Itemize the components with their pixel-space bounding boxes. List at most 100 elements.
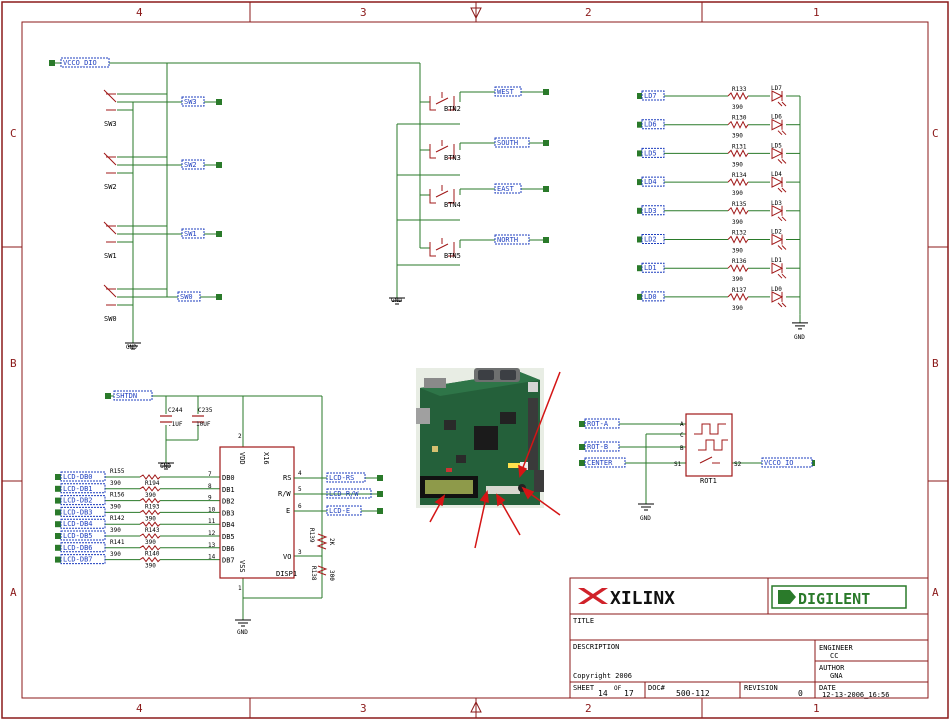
gnd-label: GND [160,463,171,470]
net-label-box [60,506,106,517]
button-ref: BTN5 [444,252,461,260]
sheet-label: SHEET [573,684,595,692]
of-label: OF [614,685,622,692]
resistor-symbol [727,206,749,215]
res-value: 390 [145,563,156,570]
chip-pin-e: E [286,507,290,515]
border-col-label: 2 [585,6,592,19]
chip-pin-vo: VO [283,553,291,561]
rot-chip-body [685,413,733,477]
chip-pin-num: 2 [238,433,242,440]
led-wiring [640,95,801,315]
net-shtdn: SHTDN [116,392,137,400]
resistor-symbol [139,544,161,551]
quadrature-waveform-icon [698,439,728,451]
net-port [637,121,643,128]
rot-pin: S2 [734,461,742,468]
chip-pin-rw: R/W [278,490,291,498]
net-lcd-db: LCD-DB2 [63,497,93,505]
res-value: 390 [732,219,743,226]
resistor-r139 [316,533,328,550]
border-col-label: 4 [136,702,143,715]
net-label-box [60,554,106,565]
led-icon [771,90,784,102]
res-value: 390 [732,305,743,312]
border-col-label: 4 [136,6,143,19]
author-value: GNA [830,672,843,680]
date-label: DATE [819,684,836,692]
border-row-label: A [10,586,17,599]
net-port [55,509,61,516]
res-ref: R133 [732,86,747,93]
net-east: EAST [497,185,515,193]
revision-value: 0 [798,689,803,698]
digilent-logo: DIGILENT [771,585,907,609]
led-ref: LD7 [771,85,782,92]
net-lcd-e: LCD-E [329,507,350,515]
cap-value: .1UF [168,421,183,428]
digilent-logo-text: DIGILENT [798,590,870,608]
led-icon [771,118,784,131]
chip-pin-num: 14 [208,554,216,561]
led-icon [771,176,784,188]
res-ref: R134 [732,172,747,179]
net-port [55,533,61,539]
resistor-symbol [139,497,161,504]
author-label: AUTHOR [819,664,845,672]
net-vcco-dio: VCCO_DIO [63,59,97,67]
res-ref: R130 [732,115,747,122]
switch-ref: SW1 [104,252,117,260]
led-icon [771,233,784,246]
button-ref: BTN4 [444,201,461,209]
net-lcd-db: LCD-DB6 [63,544,93,552]
slide-switch-section [52,62,421,335]
date-value: 12-13-2006_16:56 [822,691,889,699]
chip-pin-vdd: VDD [238,452,246,465]
net-west: WEST [497,88,515,96]
switch-ref: SW2 [104,183,117,191]
resistor-symbol [727,91,749,101]
res-ref: R155 [110,468,125,475]
res-ref: R141 [110,539,125,546]
led-icon [771,291,784,303]
border-col-label: 3 [360,6,367,19]
net-led: LD0 [644,293,657,301]
res-value: 390 [110,551,121,558]
res-value: 390 [732,276,743,283]
gnd-label: GND [794,334,805,341]
net-label-box [641,90,665,101]
led-ref: LD3 [771,200,782,207]
pointer-arrows [429,371,561,549]
resistor-symbol [139,485,161,492]
res-ref: R131 [732,143,747,150]
chip-pin-db: DB2 [222,498,235,506]
net-led: LD1 [644,264,657,272]
border-col-label: 1 [813,702,820,715]
net-lcd-rs: LCD-RS [329,474,354,482]
resistor-symbol [727,177,749,187]
rot-ref: ROT1 [700,477,717,485]
net-port [637,265,643,272]
xilinx-logo-text: XILINX [610,588,675,609]
chip-pin-num: 5 [298,486,302,493]
led-ref: LD5 [771,142,782,149]
res-value: 2K [328,538,335,546]
led-emission-icon [777,245,787,250]
rot-pin: B [680,445,684,452]
switch-symbols [103,89,117,306]
res-ref: R143 [145,527,160,534]
res-ref: R142 [110,515,125,522]
led-ref: LD6 [771,114,782,121]
res-value: 390 [732,190,743,197]
net-label-box [641,262,665,273]
net-port [637,207,643,214]
net-port [55,544,61,551]
net-port [637,93,643,99]
net-label-box [60,483,106,494]
border-row-label: B [10,357,17,370]
net-port [637,150,643,157]
border-col-label: 1 [813,6,820,19]
net-sw2: SW2 [184,161,197,169]
chip-pin-num: 4 [298,470,302,477]
